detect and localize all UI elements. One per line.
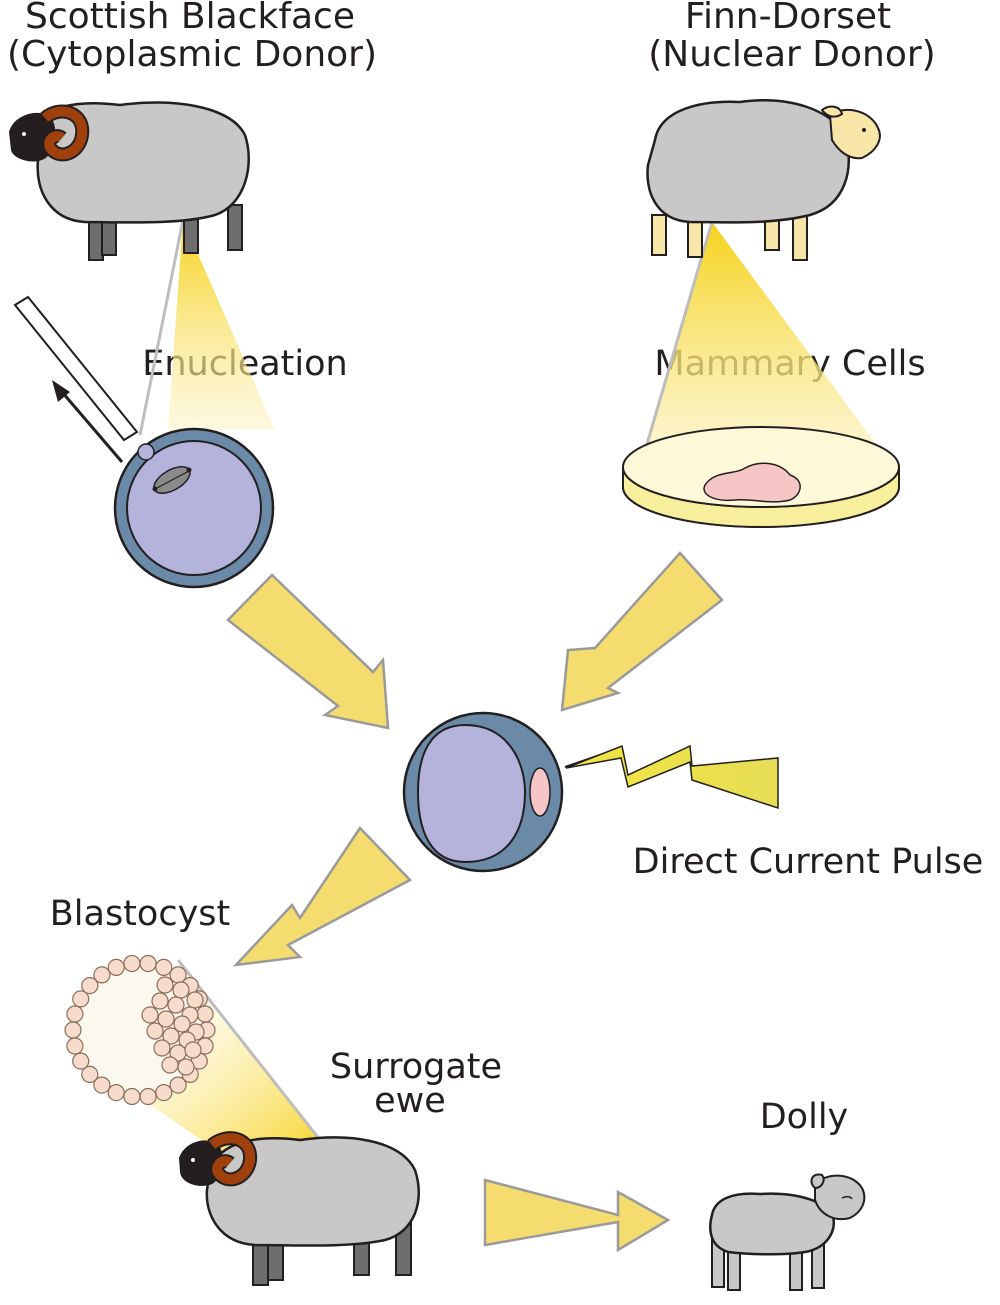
blastocyst-cell [167,996,185,1014]
blastocyst-cell [157,1010,175,1028]
blastocyst-cell [169,1076,187,1094]
direct-current-pulse-label: Direct Current Pulse [633,842,984,882]
surrogate-label-line2: ewe [374,1081,446,1121]
blastocyst-cell [139,1087,157,1106]
blastocyst-cell [155,1083,173,1102]
blastocyst-cell [162,1027,180,1045]
blastocyst-cell [172,981,190,999]
blastocyst-cell [151,992,169,1010]
blastocyst-cell [93,966,111,984]
pipette [13,295,139,442]
blastocyst [64,954,216,1106]
dolly-lamb [709,1173,866,1291]
blastocyst-cell [72,1052,90,1070]
petri-dish [622,426,900,528]
dolly-label: Dolly [760,1097,849,1137]
blastocyst-cell [161,1056,179,1074]
blastocyst-cell [177,1058,195,1076]
blastocyst-cell [107,958,125,977]
blastocyst-cell [184,1041,202,1059]
blastocyst-cell [173,1015,191,1033]
blastocyst-cell [155,958,173,977]
scottish-blackface-sheep [8,101,250,261]
arrow-fused-cell-to-blastocyst [232,826,413,967]
arrow-surrogate-to-dolly [483,1178,671,1253]
fused-cell [402,711,601,873]
electric-pulse [565,744,779,810]
blastocyst-cell [196,1005,214,1023]
finn-dorset-sheep [646,99,881,261]
blastocyst-cell [141,1006,159,1024]
blastocyst-cell [66,1037,84,1055]
blastocyst-cell [93,1076,111,1094]
blastocyst-cell [146,1022,164,1040]
nuclear-donor-role: (Nuclear Donor) [648,34,935,75]
blastocyst-cell [81,1065,99,1084]
blastocyst-cell [186,991,204,1009]
arrow-egg-to-fused-cell [226,573,390,730]
blastocyst-cell [139,954,157,973]
blastocyst-cell [66,1005,84,1023]
beam-finn-to-dish [638,221,895,470]
surrogate-label-line1: Surrogate [330,1047,502,1087]
nuclear-donor-name: Finn-Dorset [685,0,891,37]
removal-arrow [52,380,124,463]
blastocyst-cell [123,1087,141,1106]
cytoplasmic-donor-name: Scottish Blackface [25,0,355,37]
egg-cell [113,427,275,589]
blastocyst-cell [153,1039,171,1057]
blastocyst-label: Blastocyst [50,894,230,934]
beam-blackface-to-egg [138,219,275,436]
blastocyst-cell [123,954,141,973]
arrow-dish-to-fused-cell [560,551,724,712]
cytoplasmic-donor-role: (Cytoplasmic Donor) [7,34,377,75]
blastocyst-cell [107,1083,125,1102]
blastocyst-cell [72,990,90,1008]
blastocyst-cell [156,976,174,994]
blastocyst-cell [64,1021,82,1039]
blastocyst-cell [81,976,99,995]
surrogate-ewe [178,1131,420,1286]
